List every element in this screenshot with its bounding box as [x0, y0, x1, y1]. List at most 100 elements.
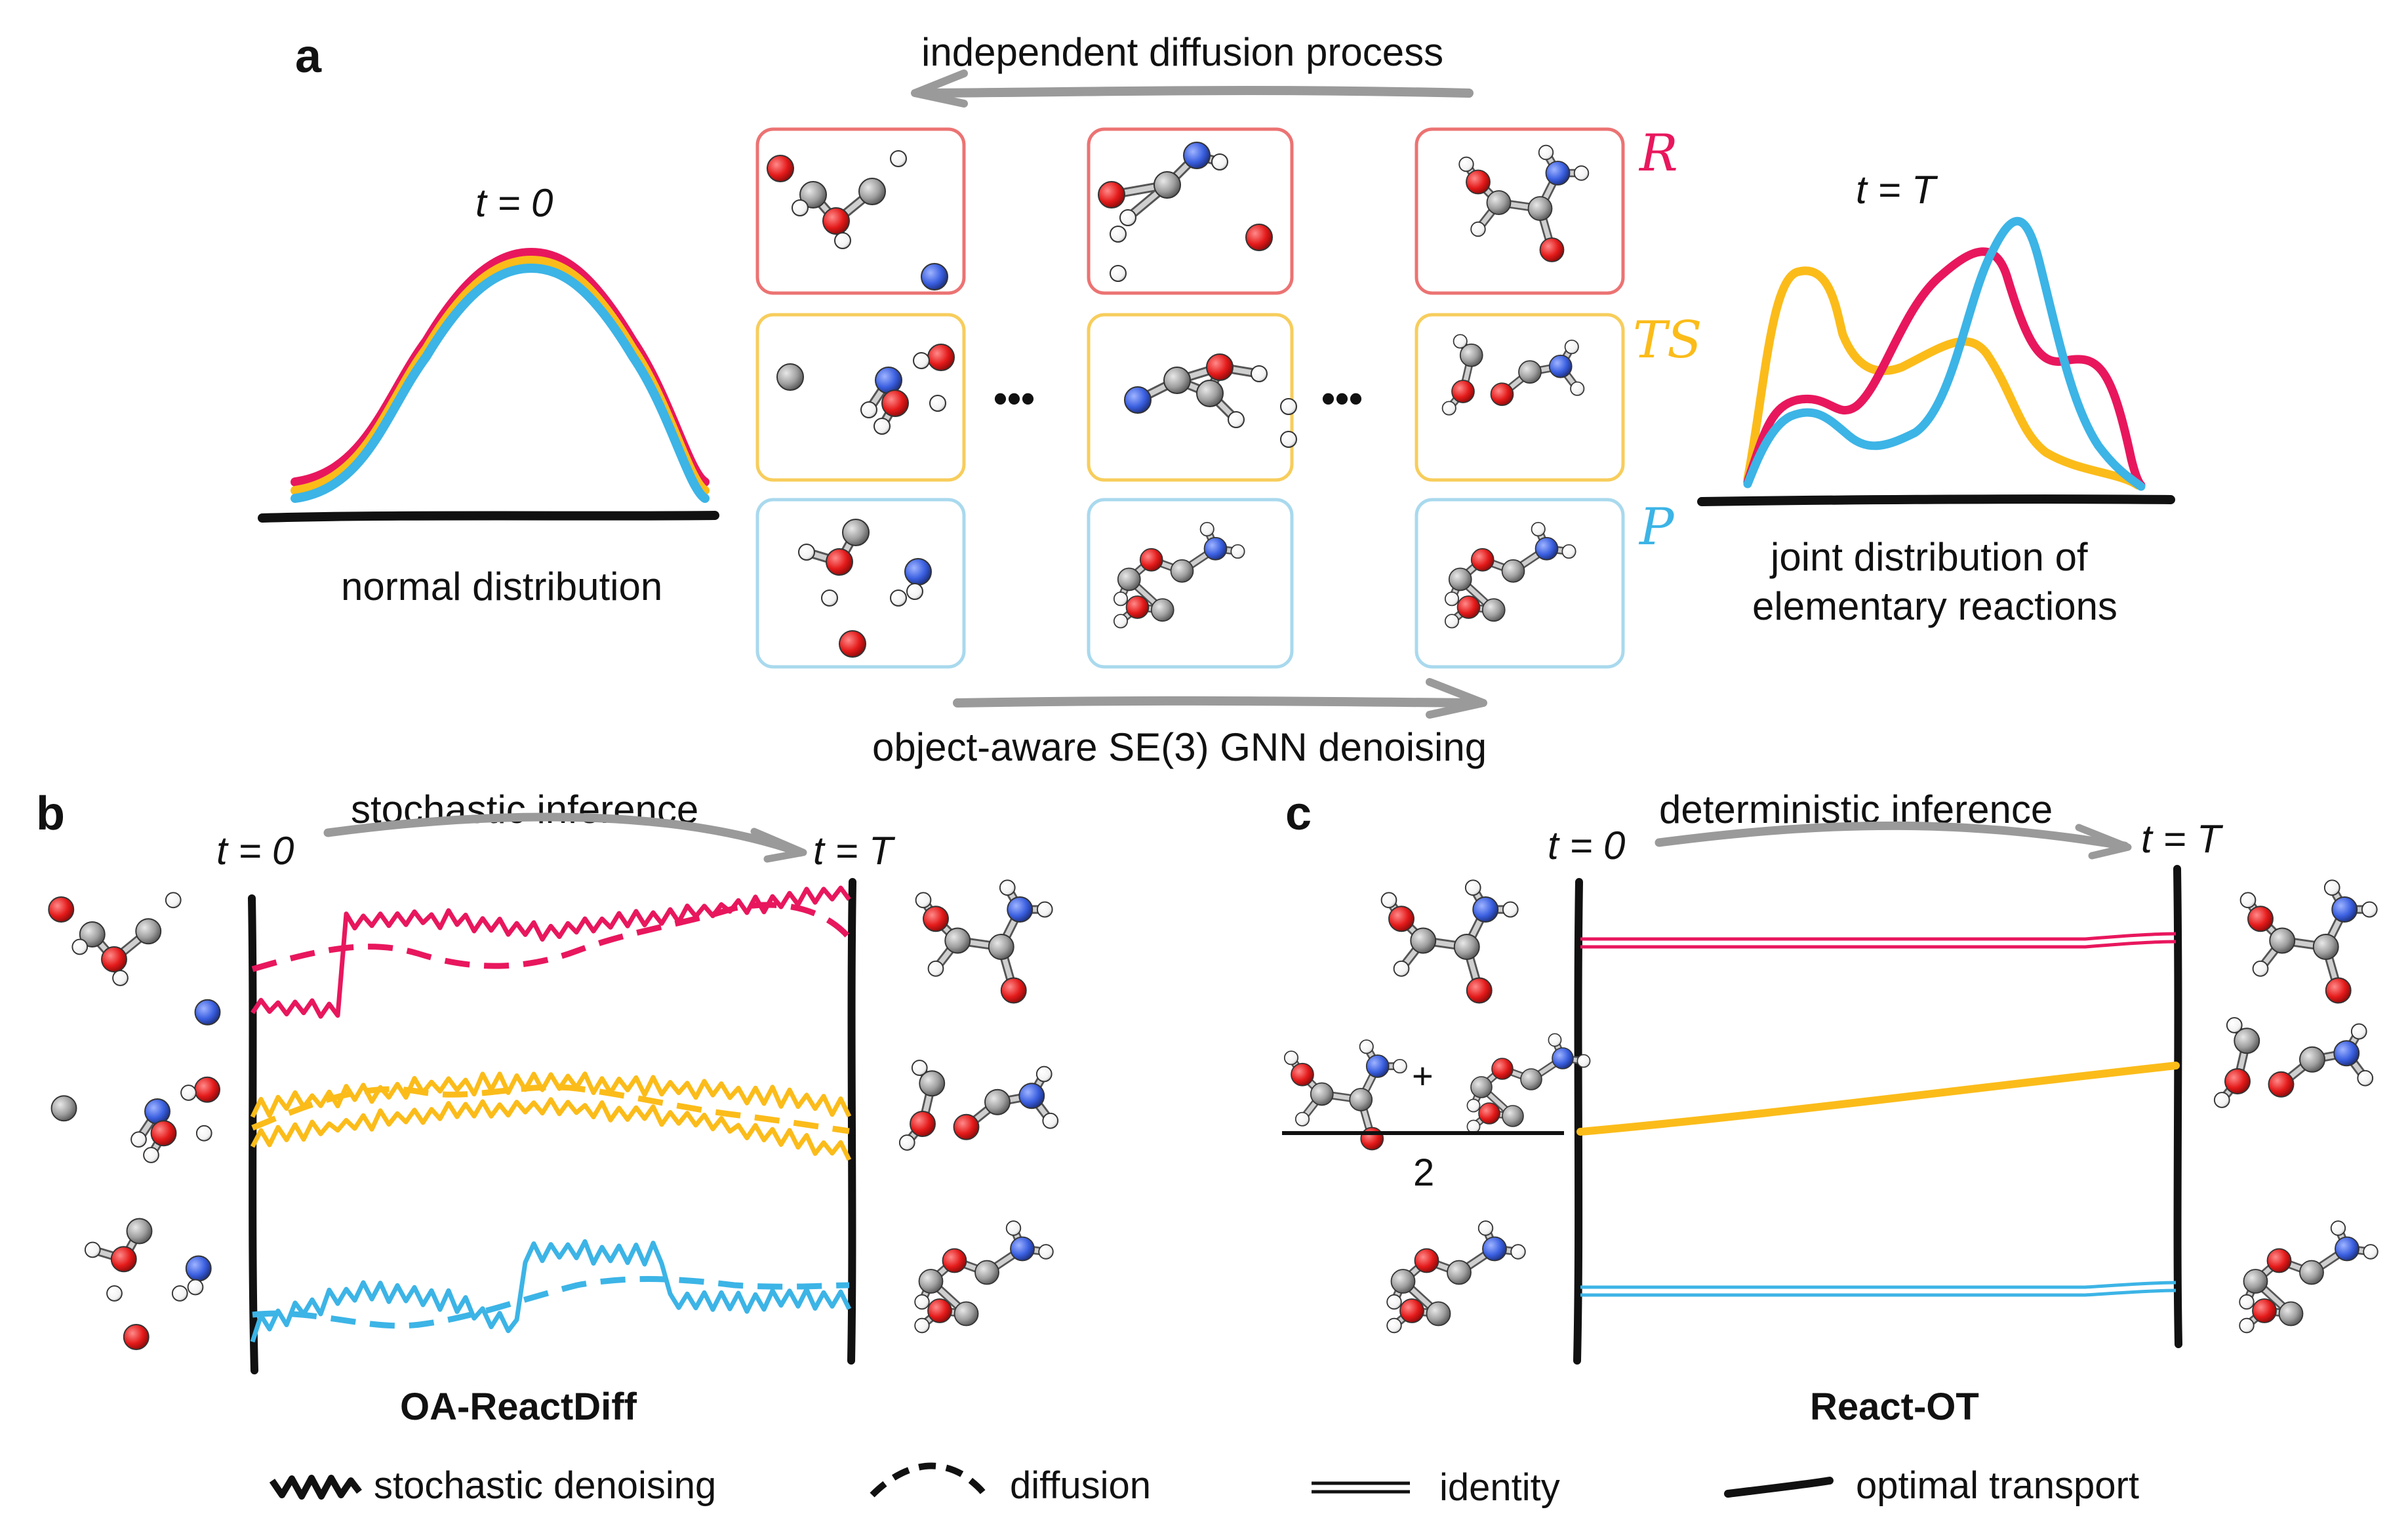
mol-box-ts-mid	[1124, 353, 1297, 448]
atom-c	[1447, 1260, 1472, 1285]
atom-c	[2269, 927, 2296, 954]
atom-h	[112, 970, 129, 986]
atom-c	[1410, 927, 1437, 954]
atom-h	[2323, 879, 2340, 896]
atom-h	[84, 1241, 101, 1258]
atom-h	[2330, 1220, 2346, 1236]
atom-c	[1154, 171, 1181, 199]
ellipsis-left: •••	[993, 376, 1035, 420]
atom-o	[1478, 1102, 1500, 1125]
legend-stochastic-icon	[269, 1475, 362, 1500]
joint-r-curve	[1743, 247, 2146, 490]
atom-h	[1561, 544, 1576, 559]
atom-h	[890, 589, 907, 607]
mol-b-p-end	[914, 1220, 1054, 1334]
atom-h	[1386, 1294, 1402, 1310]
atom-o	[767, 155, 794, 182]
atom-h	[1038, 1244, 1054, 1260]
atom-h	[1470, 221, 1486, 237]
diffusion-path-reactant	[251, 902, 852, 972]
identity-product-2	[1580, 1288, 2177, 1297]
atom-h	[1453, 334, 1468, 349]
atom-o	[839, 630, 866, 658]
atom-h	[1393, 960, 1410, 977]
react-ot-title: React-OT	[1810, 1386, 1979, 1428]
atom-c	[1459, 343, 1483, 367]
atom-o	[1491, 1058, 1514, 1080]
vaxis-left-b	[248, 894, 258, 1374]
atom-h	[890, 150, 907, 167]
atom-n	[1007, 896, 1033, 923]
atom-h	[873, 418, 891, 435]
atom-o	[927, 1298, 952, 1323]
atom-c	[842, 519, 870, 546]
atom-o	[1466, 169, 1491, 195]
joint-p-curve	[1743, 216, 2146, 491]
diffusion-path-product	[252, 1276, 850, 1329]
atom-o	[1539, 237, 1565, 262]
atom-c	[984, 1088, 1011, 1115]
atom-h	[1502, 901, 1519, 918]
mol-box-ts-t0	[776, 344, 955, 435]
mol-box-r-mid	[1098, 142, 1273, 282]
atom-c	[1448, 567, 1472, 591]
atom-h	[130, 1131, 147, 1148]
mol-b-ts-end	[898, 1060, 1059, 1151]
atom-c	[79, 921, 106, 948]
box-r-mid	[1087, 127, 1294, 295]
atom-n	[194, 999, 221, 1026]
axis-left-a	[258, 511, 719, 523]
mol-box-r-tT	[1458, 144, 1590, 262]
tT-label-b: t = T	[813, 829, 896, 873]
stochastic-path-ts-b	[250, 1097, 852, 1161]
atom-o	[1139, 548, 1163, 572]
tT-label-c: t = T	[2141, 817, 2224, 861]
atom-n	[1124, 386, 1152, 414]
stochastic-arrow	[323, 812, 805, 857]
mol-c-p-end	[2239, 1220, 2378, 1334]
atom-h	[1477, 1220, 1494, 1236]
atom-h	[798, 544, 815, 561]
mol-c-ts-end	[2213, 1017, 2374, 1108]
atom-c	[1453, 934, 1480, 960]
atom-c	[2299, 1046, 2325, 1073]
atom-c	[1310, 1082, 1334, 1106]
identity-reactant-2	[1580, 940, 2177, 949]
denoising-label: object-aware SE(3) GNN denoising	[872, 725, 1487, 769]
denoising-arrow	[953, 696, 1480, 708]
atom-h	[1444, 614, 1460, 629]
atom-o	[1360, 1127, 1384, 1151]
fraction-denominator: 2	[1413, 1151, 1434, 1194]
atom-c	[1163, 367, 1191, 394]
atom-h	[860, 401, 877, 418]
atom-n	[1535, 536, 1559, 561]
atom-h	[999, 879, 1016, 896]
atom-h	[1548, 1033, 1562, 1047]
atom-o	[1470, 548, 1495, 572]
atom-n	[1365, 1054, 1390, 1078]
panel-b-letter: b	[36, 788, 65, 840]
atom-n	[904, 558, 932, 586]
box-ts-mid	[1087, 313, 1294, 482]
joint-caption-line1: joint distribution of	[1769, 535, 2088, 579]
stochastic-path-ts-a	[250, 1071, 852, 1118]
atom-o	[910, 1111, 936, 1137]
row-label-product: P	[1638, 498, 1675, 557]
atom-h	[1464, 879, 1481, 896]
atom-o	[2252, 1298, 2277, 1323]
mol-box-p-mid	[1113, 521, 1245, 629]
deterministic-arrow	[1655, 821, 2129, 850]
legend-ot-icon	[1724, 1477, 1834, 1498]
atom-n	[1183, 142, 1211, 169]
atom-c	[1117, 567, 1141, 591]
atom-c	[1150, 598, 1174, 622]
legend-identity-label: identity	[1439, 1466, 1560, 1509]
atom-o	[2268, 1071, 2295, 1098]
box-r-t0	[755, 127, 966, 295]
atom-o	[2266, 1248, 2292, 1273]
atom-h	[1228, 411, 1245, 428]
diffusion-path-ts	[251, 1084, 850, 1134]
denoising-arrowhead	[1426, 678, 1487, 719]
atom-h	[1251, 365, 1268, 382]
vaxis-right-c	[2173, 865, 2182, 1348]
